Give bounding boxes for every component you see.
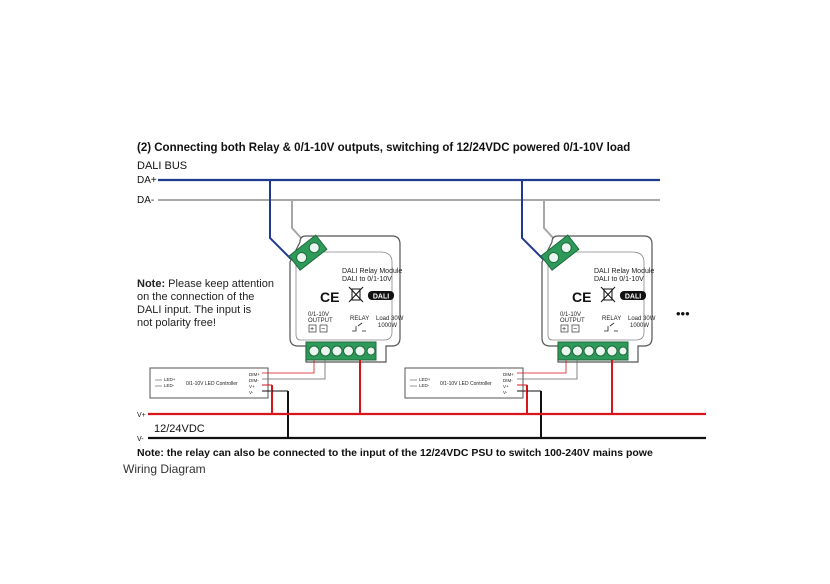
- module-housing: [541, 235, 653, 363]
- output-label: OUTPUT: [308, 318, 333, 324]
- led-plus-label: LED+: [419, 377, 431, 382]
- dim-plus-wire-2: [517, 360, 567, 374]
- vminus-rail-label: V-: [137, 436, 144, 443]
- polarity-note: Note: Please keep attention on the conne…: [137, 278, 274, 329]
- dali-logo: DALI: [620, 291, 646, 301]
- polarity-note-line: on the connection of the: [137, 291, 254, 303]
- relay-wire-1b: [272, 360, 371, 391]
- led-controller-1: LED+ LED- 0/1-10V LED Controller DIM+ DI…: [149, 367, 269, 399]
- polarity-note-line: Note: Please keep attention: [137, 278, 274, 290]
- led-controller-name: 0/1-10V LED Controller: [440, 381, 492, 387]
- output-label: 0/1-10V: [308, 312, 329, 318]
- relay-switch-icon: [604, 322, 618, 332]
- v-plus-label: V+: [249, 384, 255, 389]
- dali-logo: DALI: [368, 291, 394, 301]
- dali-relay-module-1: DALI Relay Module DALI to 0/1-10V CE DAL…: [288, 234, 404, 363]
- relay-label: RELAY: [350, 316, 369, 322]
- da-minus-label: DA-: [137, 195, 154, 206]
- plus-sign: +: [562, 326, 566, 333]
- load-label: 1000W: [378, 323, 397, 329]
- figure-caption: Wiring Diagram: [123, 462, 206, 476]
- vplus-rail-label: V+: [137, 412, 146, 419]
- polarity-note-line: DALI input. The input is: [137, 304, 252, 316]
- module-model: DALI to 0/1-10V: [342, 276, 392, 283]
- relay-switch-icon: [352, 322, 366, 332]
- dali-input-terminal: [288, 234, 328, 271]
- output-terminal-block: [305, 341, 377, 361]
- load-label: 1000W: [630, 323, 649, 329]
- more-modules-ellipsis: •••: [676, 306, 690, 321]
- dim-plus-label: DIM+: [249, 372, 260, 377]
- led-controller-name: 0/1-10V LED Controller: [186, 381, 238, 387]
- module-model: DALI to 0/1-10V: [594, 276, 644, 283]
- load-label: Load 30W: [376, 316, 404, 322]
- led-controller-2: LED+ LED- 0/1-10V LED Controller DIM+ DI…: [404, 367, 524, 399]
- svg-text:DALI: DALI: [373, 294, 389, 301]
- svg-text:DALI: DALI: [625, 294, 641, 301]
- dim-plus-label: DIM+: [503, 372, 514, 377]
- module-inner-outline: [547, 251, 645, 341]
- minus-box: [319, 324, 328, 333]
- weee-bin-icon: [600, 286, 616, 303]
- load-label: Load 30W: [628, 316, 656, 322]
- module-inner-outline: [295, 251, 393, 341]
- led-plus-label: LED+: [164, 377, 176, 382]
- plus-box: [560, 324, 569, 333]
- plus-sign: +: [310, 326, 314, 333]
- led-minus-label: LED-: [164, 383, 175, 388]
- dim-minus-wire-1: [262, 360, 326, 380]
- da-plus-label: DA+: [137, 175, 157, 186]
- dim-minus-label: DIM-: [249, 378, 259, 383]
- output-terminal-block: [557, 341, 629, 361]
- v-plus-label: V+: [503, 384, 509, 389]
- ce-mark: CE: [572, 289, 591, 305]
- dim-minus-wire-2: [517, 360, 578, 380]
- output-label: OUTPUT: [560, 318, 585, 324]
- dali-bus-label: DALI BUS: [137, 160, 187, 172]
- plus-box: [308, 324, 317, 333]
- dali-input-terminal: [540, 234, 580, 271]
- relay-mains-note: Note: the relay can also be connected to…: [137, 447, 653, 459]
- supply-voltage-label: 12/24VDC: [154, 423, 205, 435]
- v-minus-label: V-: [503, 390, 508, 395]
- output-label: 0/1-10V: [560, 312, 581, 318]
- module-housing: [289, 235, 401, 363]
- polarity-note-line: not polarity free!: [137, 317, 216, 329]
- module-name: DALI Relay Module: [594, 268, 654, 275]
- weee-bin-icon: [348, 286, 364, 303]
- minus-sign: −: [321, 326, 325, 333]
- v-minus-label: V-: [249, 390, 254, 395]
- dali-relay-module-2: DALI Relay Module DALI to 0/1-10V CE DAL…: [540, 234, 656, 363]
- module-name: DALI Relay Module: [342, 268, 402, 275]
- diagram-title: (2) Connecting both Relay & 0/1-10V outp…: [137, 142, 630, 154]
- dim-plus-wire-1: [262, 360, 315, 374]
- dim-minus-label: DIM-: [503, 378, 513, 383]
- minus-box: [571, 324, 580, 333]
- led-minus-label: LED-: [419, 383, 430, 388]
- relay-label: RELAY: [602, 316, 621, 322]
- ce-mark: CE: [320, 289, 339, 305]
- minus-sign: −: [573, 326, 577, 333]
